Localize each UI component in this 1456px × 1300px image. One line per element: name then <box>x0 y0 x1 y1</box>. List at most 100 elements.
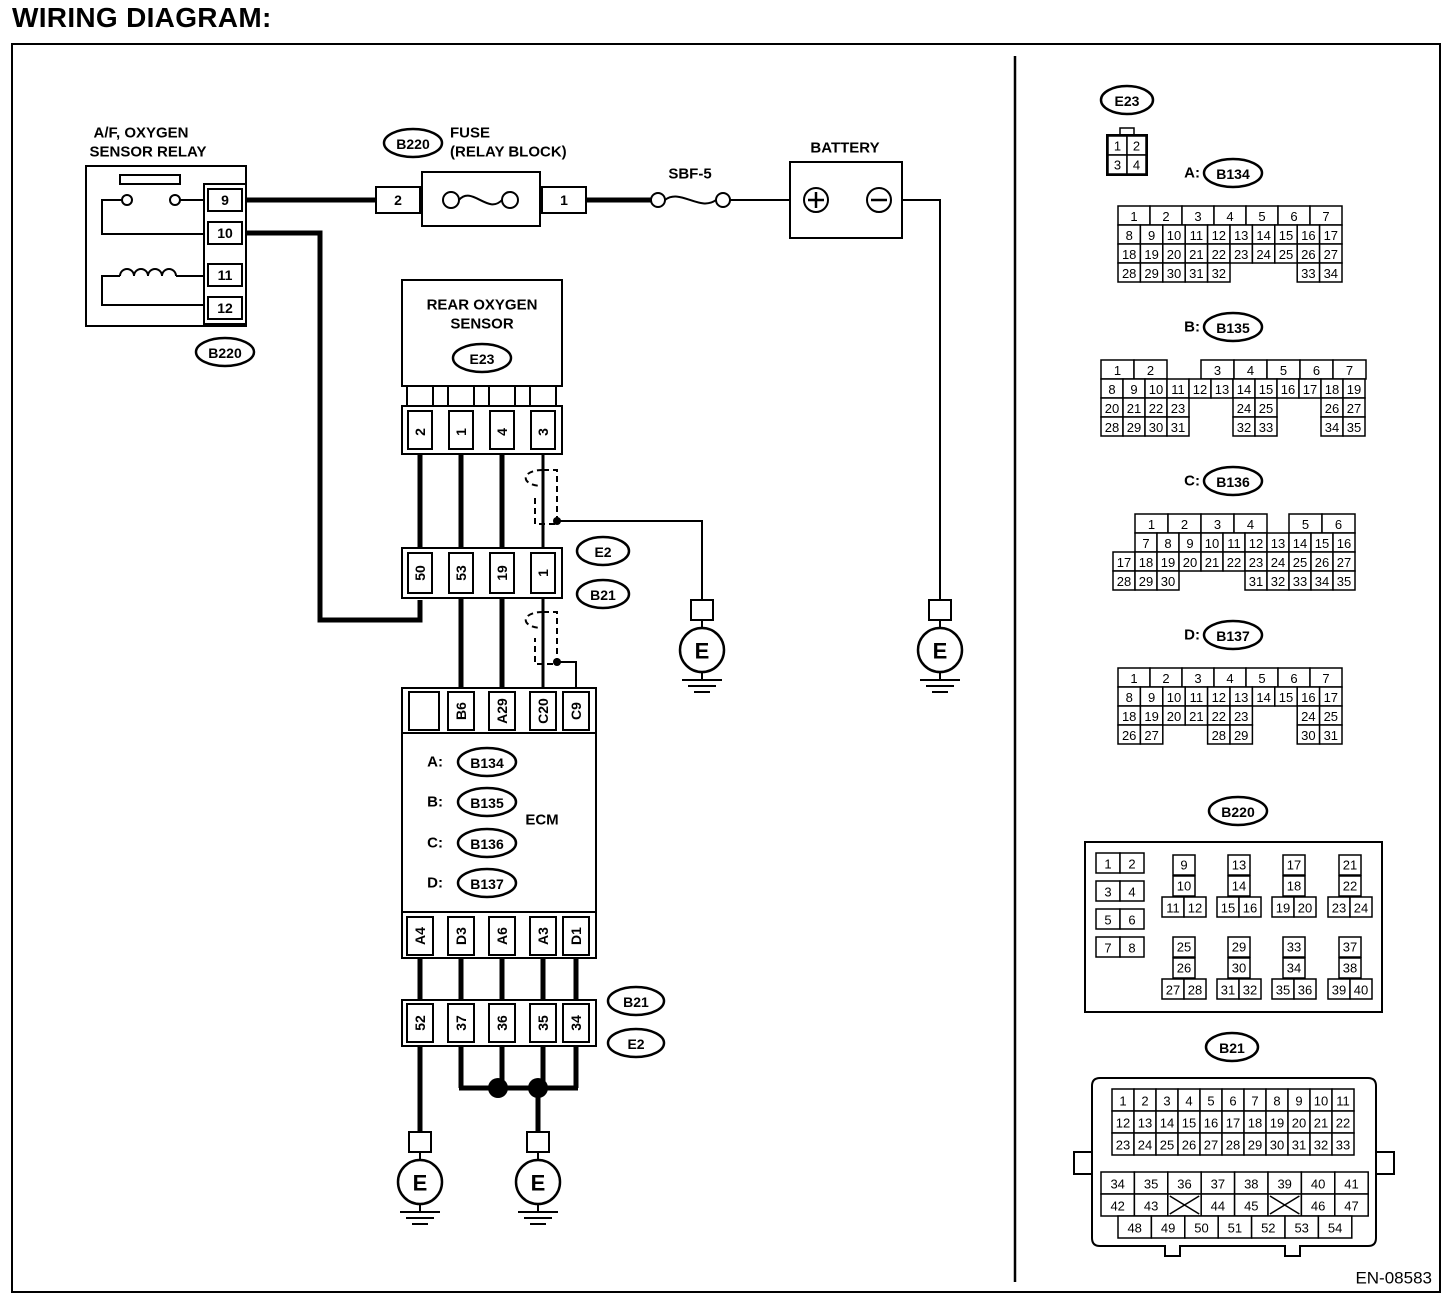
view-b21-pin-0-0: 1 <box>1119 1094 1126 1109</box>
view-b137-pin-2-7: 25 <box>1324 709 1338 724</box>
view-b21-pin-4-6: 46 <box>1311 1199 1325 1214</box>
view-b21-pin-2-1: 24 <box>1138 1138 1152 1153</box>
wire-shield-ground <box>557 520 703 600</box>
view-b137-pin-1-2: 10 <box>1167 690 1181 705</box>
view-b135-top-pin-2: 3 <box>1214 363 1221 378</box>
view-b135-pin-3-4: 32 <box>1237 420 1251 435</box>
view-b220-pin-1: 2 <box>1128 857 1135 872</box>
ecm-top-pin-2: C20 <box>535 698 551 724</box>
bottom-pin-4: 34 <box>568 1015 584 1031</box>
view-b134-top-pin-0: 1 <box>1130 209 1137 224</box>
view-b134-pin-2-4: 22 <box>1212 247 1226 262</box>
ecm-conn-ref-0-oval <box>456 746 518 778</box>
sbf-element <box>664 195 717 205</box>
bottom-pin-1: 37 <box>453 1015 469 1031</box>
view-b134-pin-1-7: 15 <box>1279 228 1293 243</box>
view-b220-pin-0: 1 <box>1104 857 1111 872</box>
view-b135-pin-2-5: 25 <box>1259 401 1273 416</box>
view-b137-cell-3-1 <box>1139 724 1164 745</box>
battery-label: BATTERY <box>810 140 879 157</box>
view-b220-pin-18: 19 <box>1276 901 1290 916</box>
view-b135-pin-2-3: 23 <box>1171 401 1185 416</box>
view-b21-pin-1-2: 14 <box>1160 1116 1174 1131</box>
view-b136-pin-2-7: 24 <box>1271 555 1285 570</box>
ecm-bottom-pin-box-1 <box>447 916 475 956</box>
view-b136-ref-oval <box>1202 465 1264 497</box>
view-b220-cell-39 <box>1349 978 1373 1000</box>
ecm-conn-ref-1-oval <box>456 786 518 818</box>
view-b21-pin-0-9: 10 <box>1314 1094 1328 1109</box>
view-b134-top-pin-1: 2 <box>1162 209 1169 224</box>
view-b220-cell-32 <box>1282 936 1306 958</box>
view-b21-pin-2-4: 27 <box>1204 1138 1218 1153</box>
relay-contact-left <box>121 194 133 206</box>
view-b21-pin-3-5: 39 <box>1277 1177 1291 1192</box>
view-b136-pin-2-4: 21 <box>1205 555 1219 570</box>
ecm-bottom-pin-3: A3 <box>535 927 551 945</box>
view-b220-ref: B220 <box>1221 804 1255 820</box>
view-b220-pin-19: 20 <box>1298 901 1312 916</box>
bottom-pin-box-0 <box>406 1003 434 1043</box>
fuse-connector-ref-oval <box>382 127 444 159</box>
view-e23-pin-00: 1 <box>1114 139 1121 154</box>
view-b21-pin-3-0: 34 <box>1110 1177 1124 1192</box>
view-b21-pin-3-4: 38 <box>1244 1177 1258 1192</box>
view-b134-pin-2-2: 20 <box>1167 247 1181 262</box>
view-b136-pin-3-0: 28 <box>1117 574 1131 589</box>
ecm-top-pin-box-3 <box>562 691 590 731</box>
mid-ref-b21: B21 <box>590 587 616 603</box>
view-e23-latch <box>1119 127 1135 136</box>
view-b220-pin-33: 34 <box>1287 961 1301 976</box>
view-b21-blank-x2-2 <box>1169 1195 1200 1215</box>
ground-battery-terminal <box>928 599 952 621</box>
view-e23-pin-10: 3 <box>1114 158 1121 173</box>
view-b135-top-pin-6: 7 <box>1346 363 1353 378</box>
view-b21-ref: B21 <box>1219 1040 1245 1056</box>
view-b135-cell-3-5 <box>1254 416 1278 437</box>
view-b134-pin-2-0: 18 <box>1122 247 1136 262</box>
view-b21-pin-1-10: 22 <box>1336 1116 1350 1131</box>
view-b220-cell-11 <box>1183 896 1207 918</box>
sensor-stub-3 <box>529 385 557 407</box>
view-b135-pin-3-3: 31 <box>1171 420 1185 435</box>
ecm-top-pin-box-0 <box>447 691 475 731</box>
view-b135-cell-3-3 <box>1166 416 1190 437</box>
view-b21-blank-x2-5 <box>1269 1195 1300 1215</box>
view-b134-pin-1-1: 9 <box>1148 228 1155 243</box>
mid-pin-box-1 <box>448 552 474 594</box>
view-b136-top-pin-5: 6 <box>1335 517 1342 532</box>
ecm-bottom-pin-box-0 <box>406 916 434 956</box>
view-b135-pin-1-6: 14 <box>1237 382 1251 397</box>
view-b220-cell-16 <box>1282 854 1306 876</box>
view-b137-cell-3-3 <box>1229 724 1254 745</box>
view-b220-cell-31 <box>1238 978 1262 1000</box>
ecm-top-blank <box>408 691 440 731</box>
mid-pin-0: 50 <box>412 565 428 581</box>
view-b220-pin-11: 12 <box>1188 901 1202 916</box>
view-b21-ref-oval <box>1204 1031 1260 1063</box>
view-b134-pin-1-0: 8 <box>1126 228 1133 243</box>
view-b134-top-pin-2: 3 <box>1194 209 1201 224</box>
view-b135-pin-2-6: 26 <box>1325 401 1339 416</box>
view-b220-cell-23 <box>1349 896 1373 918</box>
view-b137-pin-3-4: 30 <box>1301 728 1315 743</box>
view-b135-pin-1-9: 17 <box>1303 382 1317 397</box>
view-b136-pin-1-6: 13 <box>1271 536 1285 551</box>
mid-pin-2: 19 <box>494 565 510 581</box>
view-b134-top-pin-4: 5 <box>1258 209 1265 224</box>
view-b136-ref: B136 <box>1216 474 1250 490</box>
view-b135-pin-3-1: 29 <box>1127 420 1141 435</box>
view-b134-pin-3-3: 31 <box>1189 266 1203 281</box>
bottom-pin-box-3 <box>529 1003 557 1043</box>
bottom-pin-box-1 <box>447 1003 475 1043</box>
bottom-pin-2: 36 <box>494 1015 510 1031</box>
view-b137-pin-2-0: 18 <box>1122 709 1136 724</box>
relay-pin-box-1 <box>207 221 243 245</box>
figure-id: EN-08583 <box>1355 1269 1432 1288</box>
fuse-connector-ref: B220 <box>396 136 430 152</box>
view-b220-pin-5: 6 <box>1128 913 1135 928</box>
view-b21-pin-1-0: 12 <box>1116 1116 1130 1131</box>
view-b137-top-pin-5: 6 <box>1290 671 1297 686</box>
view-b137-pin-1-6: 14 <box>1256 690 1270 705</box>
view-b220-ref-oval <box>1207 795 1269 827</box>
